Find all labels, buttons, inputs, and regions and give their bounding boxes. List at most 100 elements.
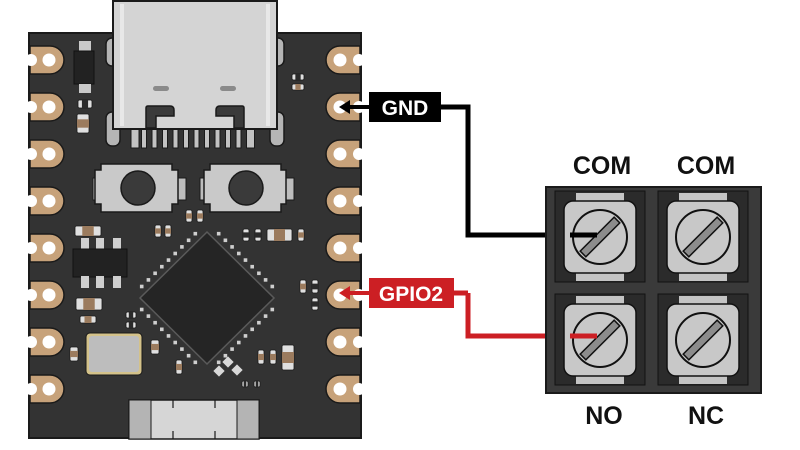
- terminal-label-com-right: COM: [677, 152, 735, 180]
- smd-component: [311, 279, 319, 294]
- chip-pin: [166, 334, 171, 338]
- chip-pin: [186, 238, 191, 243]
- chip-pin: [270, 307, 275, 312]
- screw-terminal[interactable]: [554, 190, 646, 283]
- reset-button[interactable]: [92, 163, 187, 213]
- chip-pin: [166, 258, 171, 262]
- pin-pad-left: [25, 327, 65, 357]
- chip-pin: [193, 231, 198, 236]
- chip-pin: [160, 327, 164, 332]
- screw-slot: [579, 216, 621, 258]
- chip-pin: [139, 307, 144, 312]
- smd-component: [125, 311, 137, 319]
- pin-pad-right: [325, 139, 365, 169]
- screw-slot: [682, 216, 724, 258]
- pin-pad-right: [325, 233, 365, 263]
- usb-c-connector: [105, 0, 285, 149]
- smd-component: [257, 349, 265, 365]
- smd-component: [75, 297, 103, 311]
- chip-pin: [270, 284, 275, 289]
- pin-pad-left: [25, 45, 65, 75]
- crystal-oscillator: [85, 332, 143, 376]
- chip-pin: [223, 238, 228, 243]
- screw-slot: [682, 319, 724, 361]
- smd-component: [69, 346, 79, 362]
- smd-components: [69, 73, 319, 388]
- smd-component: [291, 73, 305, 81]
- smd-component: [74, 225, 102, 237]
- chip-pin: [236, 340, 241, 345]
- smd-component: [125, 321, 137, 329]
- smd-component: [79, 315, 97, 324]
- chip-pin: [243, 334, 248, 338]
- smd-component: [254, 228, 262, 242]
- smd-component: [76, 113, 90, 134]
- smd-component: [154, 224, 162, 238]
- voltage-regulator: [72, 238, 128, 288]
- pin-pad-left: [25, 233, 65, 263]
- pin-pad-left: [25, 280, 65, 310]
- diode: [73, 41, 95, 93]
- pin-pad-left: [25, 92, 65, 122]
- smd-component: [266, 228, 293, 242]
- chip-pin: [216, 360, 221, 365]
- terminal-label-com-left: COM: [573, 152, 631, 180]
- gpio2-label-text: GPIO2: [379, 283, 443, 306]
- smd-component: [241, 380, 249, 388]
- smd-component: [269, 349, 277, 365]
- left-pin-header: [25, 45, 65, 404]
- chip-pin: [139, 284, 144, 289]
- chip-pin: [186, 353, 191, 358]
- pin-pad-left: [25, 374, 65, 404]
- chip-pin: [250, 264, 254, 269]
- smd-component: [291, 83, 305, 91]
- chip-pin: [243, 258, 248, 262]
- chip-pin: [250, 327, 254, 332]
- smd-component: [297, 228, 305, 242]
- smd-component: [299, 279, 307, 294]
- pin-pad-right: [325, 327, 365, 357]
- smd-component: [213, 365, 225, 377]
- chip-pin: [223, 353, 228, 358]
- smd-component: [311, 297, 319, 311]
- boot-button[interactable]: [199, 163, 295, 213]
- chip-pin: [153, 320, 157, 325]
- pin-pad-right: [325, 374, 365, 404]
- smd-component: [281, 344, 295, 371]
- screw-terminal[interactable]: [657, 190, 749, 283]
- pin-pad-right: [325, 45, 365, 75]
- chip-pin: [216, 231, 221, 236]
- screw-terminal[interactable]: [554, 293, 646, 386]
- chip-pin: [263, 278, 268, 282]
- smd-component: [185, 209, 193, 223]
- chip-pin: [230, 347, 234, 351]
- terminal-label-nc: NC: [688, 402, 724, 430]
- smd-component: [77, 99, 93, 109]
- smd-component: [150, 339, 160, 355]
- chip-pin: [146, 314, 151, 318]
- chip-pin: [230, 245, 234, 249]
- smd-component: [222, 356, 234, 368]
- chip-pin: [146, 278, 151, 282]
- screw-terminal[interactable]: [657, 293, 749, 386]
- chip-pin: [263, 314, 268, 318]
- chip-pin: [257, 320, 261, 325]
- smd-component: [175, 359, 183, 375]
- relay-terminal-block: [545, 186, 762, 394]
- chip-pin: [180, 347, 184, 351]
- smd-component: [231, 364, 243, 376]
- terminal-label-no: NO: [585, 402, 623, 430]
- gnd-pin-label: GND: [339, 92, 441, 122]
- chip-pin: [180, 245, 184, 249]
- chip-pin: [193, 360, 198, 365]
- chip-pin: [173, 251, 178, 256]
- pin-pad-left: [25, 186, 65, 216]
- smd-component: [196, 209, 204, 223]
- chip-antenna: [128, 399, 260, 440]
- gpio2-pin-label: GPIO2: [339, 278, 468, 308]
- screw-slot: [579, 319, 621, 361]
- gnd-label-text: GND: [382, 97, 429, 120]
- smd-component: [242, 228, 250, 242]
- smd-component: [253, 380, 261, 388]
